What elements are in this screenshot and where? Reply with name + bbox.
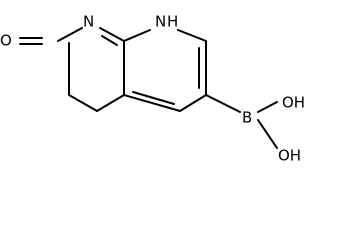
bond-c4-c4a-inner — [132, 91, 175, 105]
nh-hydrogen-label: H — [167, 13, 178, 31]
hydroxyl-bottom-label: OH — [278, 147, 301, 165]
bond-c3-b — [205, 94, 241, 113]
bond-c4-c4a-outer — [123, 94, 181, 112]
bond-n8-c8a-outer — [99, 27, 125, 42]
carbonyl-oxygen-label: O — [0, 32, 12, 50]
ring-nitrogen-label: N — [83, 13, 94, 31]
bond-b-oh-bottom — [257, 119, 278, 149]
nh-nitrogen-label: N — [155, 13, 166, 31]
bond-c7-n8 — [57, 27, 83, 42]
bond-c3-c4 — [179, 94, 207, 112]
bond-n1-c2 — [177, 29, 207, 42]
boron-label: B — [242, 109, 252, 127]
bond-c8a-n1 — [123, 29, 151, 42]
bond-c4a-c5 — [96, 94, 125, 112]
chemical-structure: O N N H B OH OH — [0, 13, 305, 165]
bond-b-oh-top — [257, 101, 278, 113]
bond-n8-c8a-inner — [101, 35, 118, 46]
bond-c5-c6 — [68, 94, 98, 112]
hydroxyl-top-label: OH — [282, 94, 305, 112]
